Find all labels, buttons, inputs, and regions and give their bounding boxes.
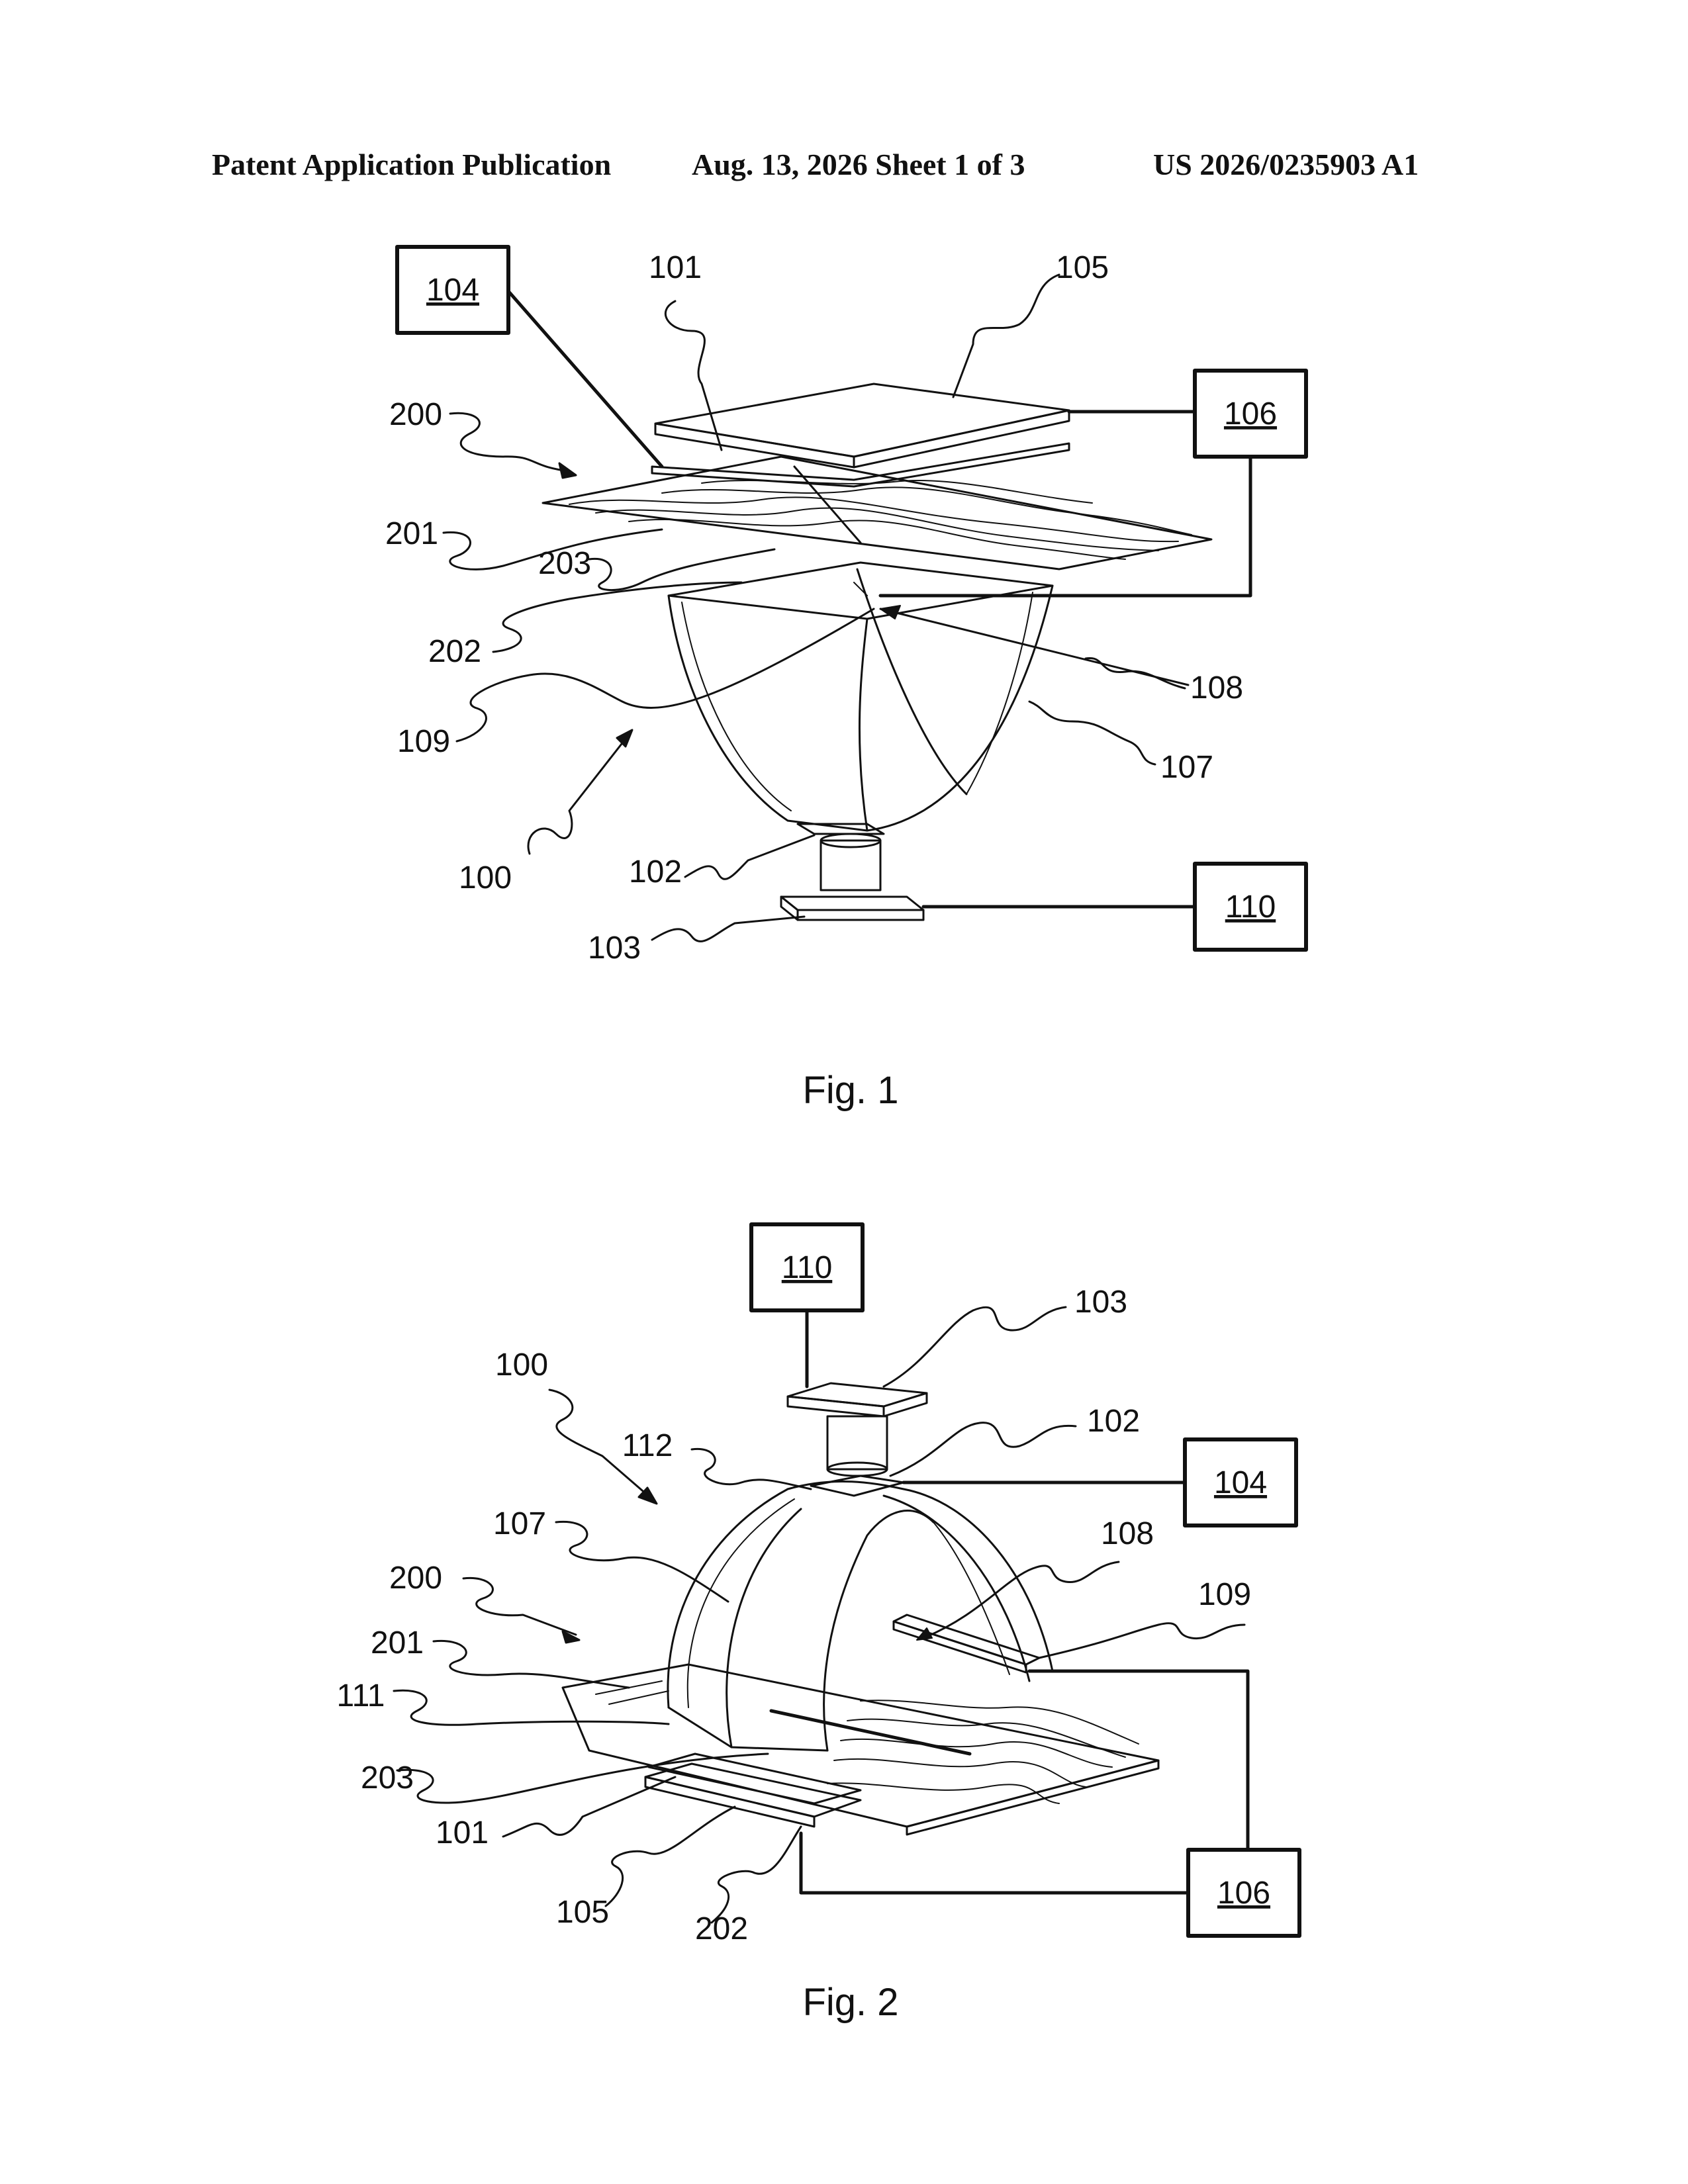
fig2-label-109: 109 — [1198, 1577, 1251, 1612]
fig2-box-106-label: 106 — [1217, 1876, 1270, 1911]
fig1-leader-lines — [444, 275, 1185, 941]
fig1-connector-104 — [508, 291, 662, 467]
fig2-label-103: 103 — [1074, 1285, 1127, 1320]
fig1-tray-front-edge — [859, 619, 867, 831]
figure-1: 104 106 110 — [385, 247, 1306, 1112]
fig2-seam-203 — [771, 1711, 970, 1754]
fig2-box-104-label: 104 — [1214, 1465, 1267, 1500]
fig2-label-101: 101 — [436, 1815, 489, 1850]
fig1-label-100: 100 — [459, 860, 512, 895]
fig1-label-101: 101 — [649, 250, 702, 285]
fig2-box-110-label: 110 — [782, 1250, 833, 1285]
fig2-label-203: 203 — [361, 1760, 414, 1796]
fig1-sheet-200 — [543, 457, 1211, 569]
fig1-caption: Fig. 1 — [802, 1069, 898, 1112]
fig1-box-104-label: 104 — [426, 273, 479, 308]
fig1-box-106-label: 106 — [1224, 396, 1277, 432]
fig1-tray-inner-curve — [857, 569, 966, 794]
fig2-label-200: 200 — [389, 1561, 442, 1596]
fig1-tray-rim — [669, 563, 1053, 619]
fig1-label-102: 102 — [629, 854, 682, 889]
fig1-arrow-108-line — [880, 609, 1188, 685]
fig2-label-111: 111 — [337, 1678, 385, 1713]
fig2-label-202: 202 — [695, 1911, 748, 1946]
fig1-tray-107 — [669, 563, 1053, 831]
fig1-label-107: 107 — [1160, 750, 1213, 785]
fig1-actuator-102 — [798, 824, 884, 890]
fig2-label-107: 107 — [493, 1506, 546, 1541]
fig1-label-108: 108 — [1190, 670, 1243, 705]
fig2-label-112: 112 — [622, 1428, 673, 1463]
fig2-label-108: 108 — [1101, 1516, 1154, 1551]
fig1-label-103: 103 — [588, 931, 641, 966]
fig2-label-102: 102 — [1087, 1404, 1140, 1439]
fig1-plate-105-edge — [655, 424, 854, 467]
fig1-label-109: 109 — [397, 724, 450, 759]
fig2-actuator-102 — [827, 1416, 887, 1476]
fig2-label-201: 201 — [371, 1625, 424, 1661]
fig2-base-103 — [788, 1383, 927, 1416]
fig1-label-200: 200 — [389, 397, 442, 432]
fig2-connector-106-bottom — [801, 1833, 1188, 1893]
fig1-label-202: 202 — [428, 634, 481, 669]
fig1-plate-105-side — [854, 410, 1069, 467]
fig2-label-105: 105 — [556, 1895, 609, 1930]
fig1-label-203: 203 — [538, 546, 591, 581]
fig1-label-201: 201 — [385, 516, 438, 551]
fig2-connector-106-top — [1029, 1671, 1248, 1850]
fig1-box-110-label: 110 — [1225, 889, 1276, 925]
fig1-plate-105 — [655, 384, 1069, 457]
fig2-sheet-200 — [563, 1664, 1158, 1835]
fig1-connector-106-bottom — [880, 457, 1250, 596]
fig2-arch-107 — [668, 1481, 1053, 1751]
figure-2: 110 104 106 — [337, 1224, 1299, 2024]
fig2-label-100: 100 — [495, 1347, 548, 1383]
fig1-label-105: 105 — [1056, 250, 1109, 285]
fig2-caption: Fig. 2 — [802, 1981, 898, 2024]
